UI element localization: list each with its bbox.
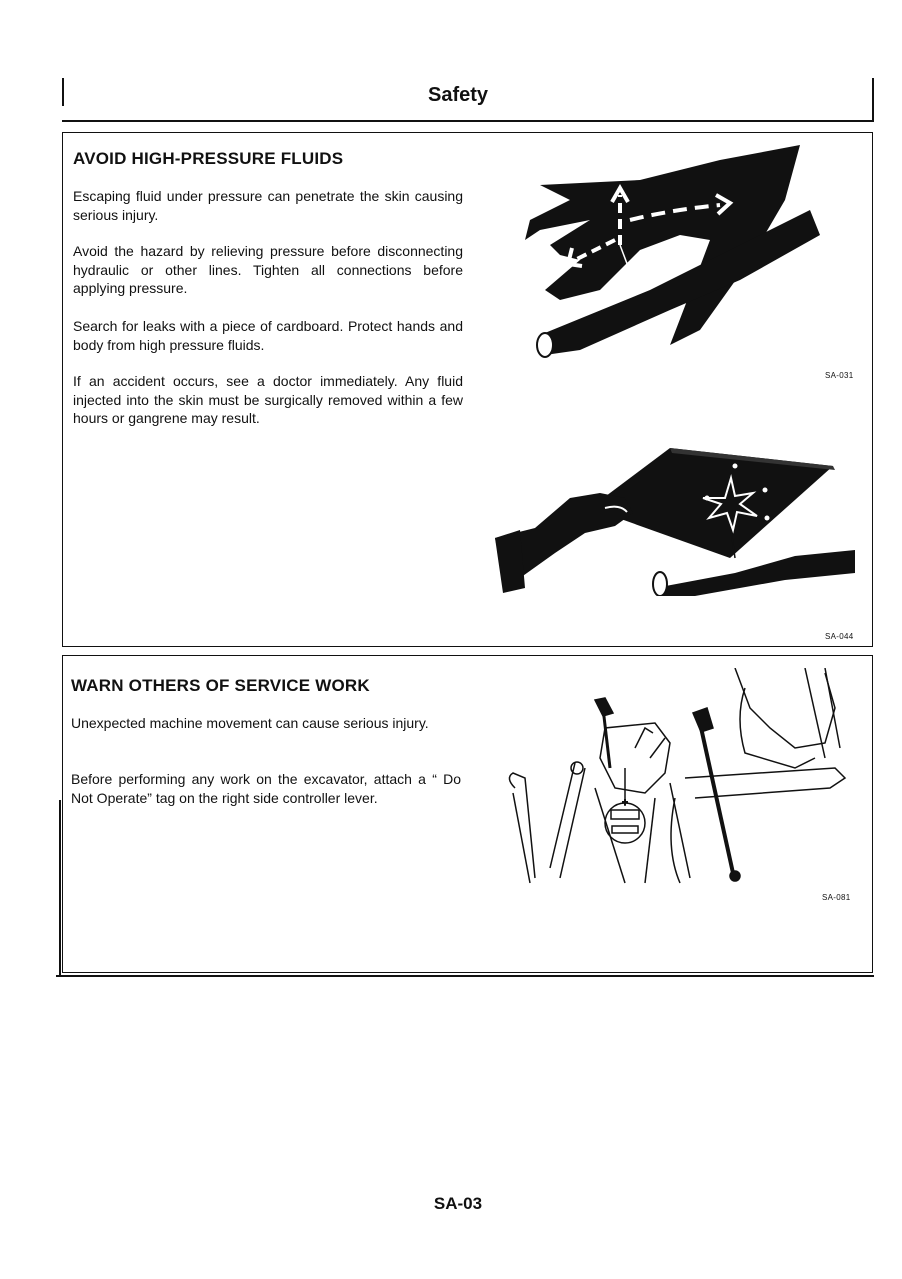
- header-right-rule: [872, 78, 874, 122]
- control-lever-tag-illustration: [508, 668, 847, 884]
- figure-code: SA-044: [825, 632, 854, 641]
- paragraph: Escaping fluid under pressure can penetr…: [73, 188, 463, 223]
- left-margin-rule: [59, 800, 61, 975]
- paragraph: Search for leaks with a piece of cardboa…: [73, 318, 463, 353]
- section-warn-others: [62, 655, 873, 973]
- paragraph: Before performing any work on the excava…: [71, 771, 461, 806]
- header-bottom-rule: [62, 120, 874, 122]
- page-number: SA-03: [433, 1194, 483, 1213]
- figure-code: SA-031: [825, 371, 854, 380]
- paragraph: If an accident occurs, see a doctor imme…: [73, 373, 463, 426]
- section-title-warn-others: WARN OTHERS OF SERVICE WORK: [71, 676, 370, 695]
- section-high-pressure-fluids: [62, 132, 873, 647]
- figure-code: SA-081: [822, 893, 851, 902]
- paragraph: Avoid the hazard by relieving pressure b…: [73, 243, 463, 296]
- paragraph: Unexpected machine movement can cause se…: [71, 715, 429, 731]
- section-title-high-pressure: AVOID HIGH-PRESSURE FLUIDS: [73, 149, 344, 168]
- bottom-rule: [56, 975, 874, 977]
- header-left-rule: [62, 78, 64, 106]
- page-title: Safety: [427, 84, 489, 106]
- fluid-injection-illustration: [525, 145, 820, 358]
- cardboard-leak-check-illustration: [495, 448, 855, 596]
